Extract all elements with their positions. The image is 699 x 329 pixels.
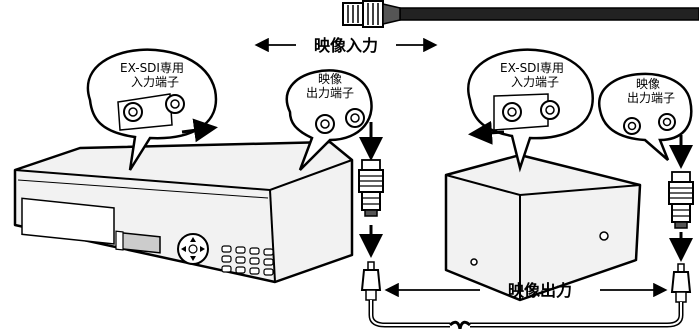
left-exsdi-callout: EX-SDI専用 入力端子 [86, 48, 218, 171]
right-video-out-label-line1: 映像 [636, 77, 660, 91]
left-video-out-label-line2: 出力端子 [306, 86, 354, 100]
front-panel-recess [21, 197, 115, 245]
bnc-plug-icon [342, 0, 401, 28]
right-exsdi-callout: EX-SDI専用 入力端子 [467, 48, 594, 173]
left-video-out-callout: 映像 出力端子 [285, 69, 383, 171]
rca-plug-icon [670, 263, 692, 303]
bnc-plug-icon [358, 159, 384, 217]
front-buttons [221, 245, 274, 276]
right-exsdi-label-line2: 入力端子 [511, 75, 559, 89]
left-recorder-device [13, 140, 354, 284]
rca-plug-icon [360, 261, 382, 301]
left-exsdi-label-line2: 入力端子 [131, 75, 179, 89]
left-exsdi-label-line1: EX-SDI専用 [120, 61, 184, 75]
bnc-jack-icon [117, 93, 185, 131]
video-input-label: 映像入力 [314, 36, 378, 55]
bnc-jack-icon [493, 93, 560, 131]
video-output-label-group: 映像出力 [384, 281, 668, 300]
bnc-plug-icon [668, 171, 694, 229]
right-bnc-rca-adapter [470, 171, 694, 328]
arrow-icon [468, 120, 505, 145]
right-converter-device [444, 106, 642, 302]
right-video-out-callout: 映像 出力端子 [598, 72, 693, 169]
right-exsdi-label-line1: EX-SDI専用 [500, 61, 564, 75]
video-input-label-group: 映像入力 [254, 36, 438, 55]
left-video-out-label-line1: 映像 [318, 72, 342, 86]
bnc-jack-icon [623, 113, 676, 135]
dpad-icon [177, 233, 209, 265]
cable-join [449, 320, 471, 329]
bnc-jack-icon [315, 108, 365, 134]
display-window [119, 231, 161, 254]
right-video-out-label-line2: 出力端子 [627, 91, 675, 105]
video-output-label: 映像出力 [508, 281, 572, 300]
top-bnc-cable [342, 0, 699, 28]
left-bnc-rca-adapter [358, 159, 450, 328]
arrow-icon [181, 118, 218, 143]
